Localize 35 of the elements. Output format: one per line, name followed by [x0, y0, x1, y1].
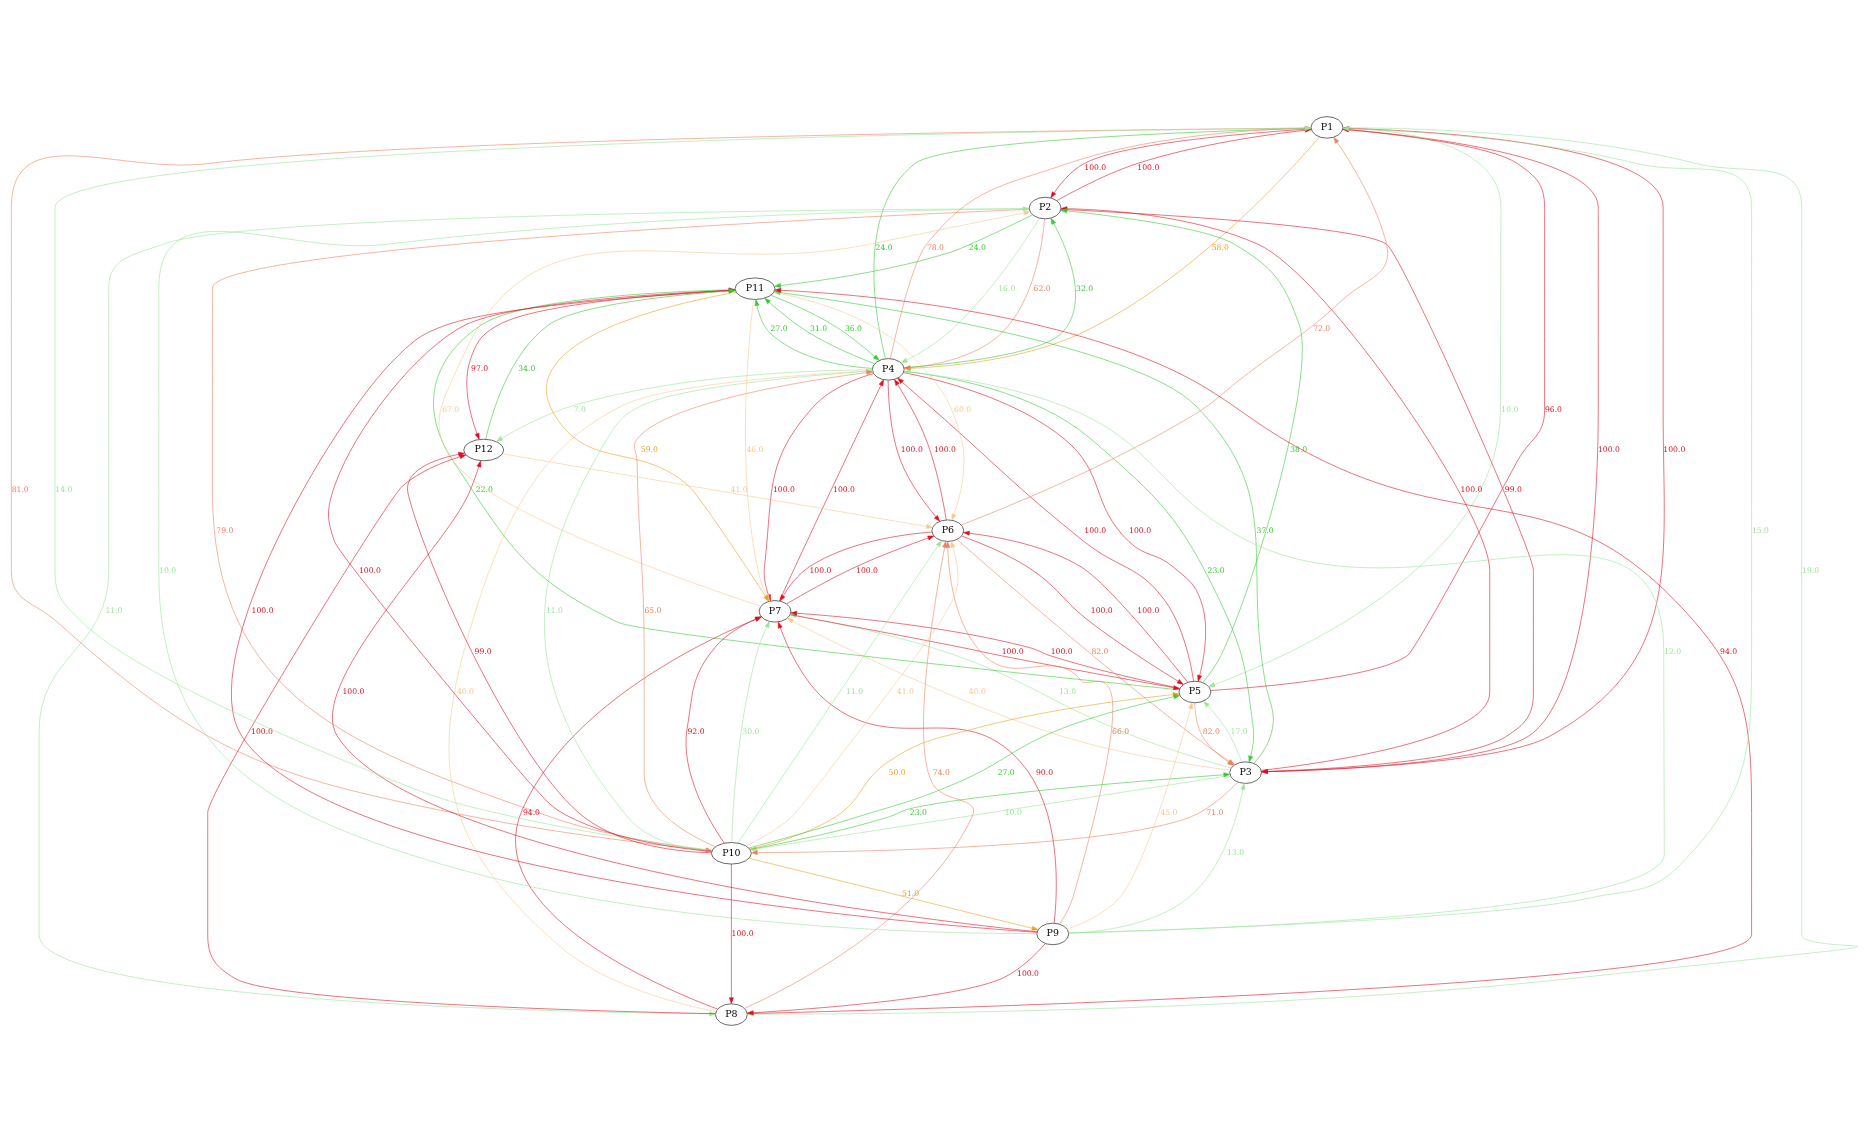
arrow [685, 616, 761, 844]
arrow [438, 210, 1030, 607]
node-ellipse: P2 [1028, 197, 1061, 220]
arrow [903, 217, 1076, 369]
arrow [754, 299, 873, 369]
arrow [743, 541, 974, 1009]
arrow [158, 206, 1037, 934]
node-ellipse: P4 [871, 358, 904, 381]
arrow [773, 214, 1033, 288]
arrow [763, 298, 875, 364]
node-ellipse: P10 [710, 842, 752, 865]
arrow [730, 621, 770, 843]
arrow [960, 137, 1388, 526]
arrow [903, 369, 1665, 934]
node-ellipse: P9 [1036, 922, 1069, 945]
arrow [944, 541, 1113, 925]
node-ellipse: P8 [714, 1003, 748, 1026]
arrow [893, 379, 947, 521]
arrow [515, 616, 762, 1010]
arrow [1202, 701, 1242, 763]
node-ellipse: P1 [1310, 116, 1343, 139]
arrow [331, 460, 1037, 933]
arrow [887, 380, 940, 522]
arrow [770, 295, 879, 361]
node-ellipse: P6 [931, 519, 964, 542]
arrow [501, 453, 933, 529]
arrow [778, 379, 884, 602]
arrow [728, 863, 734, 1004]
arrow [748, 858, 1038, 931]
arrow [777, 621, 1057, 924]
arrow [1066, 702, 1193, 930]
arrow [206, 454, 716, 1014]
node-ellipse: P7 [758, 600, 791, 623]
arrow [903, 371, 1254, 763]
node-ellipse: P11 [734, 277, 775, 300]
